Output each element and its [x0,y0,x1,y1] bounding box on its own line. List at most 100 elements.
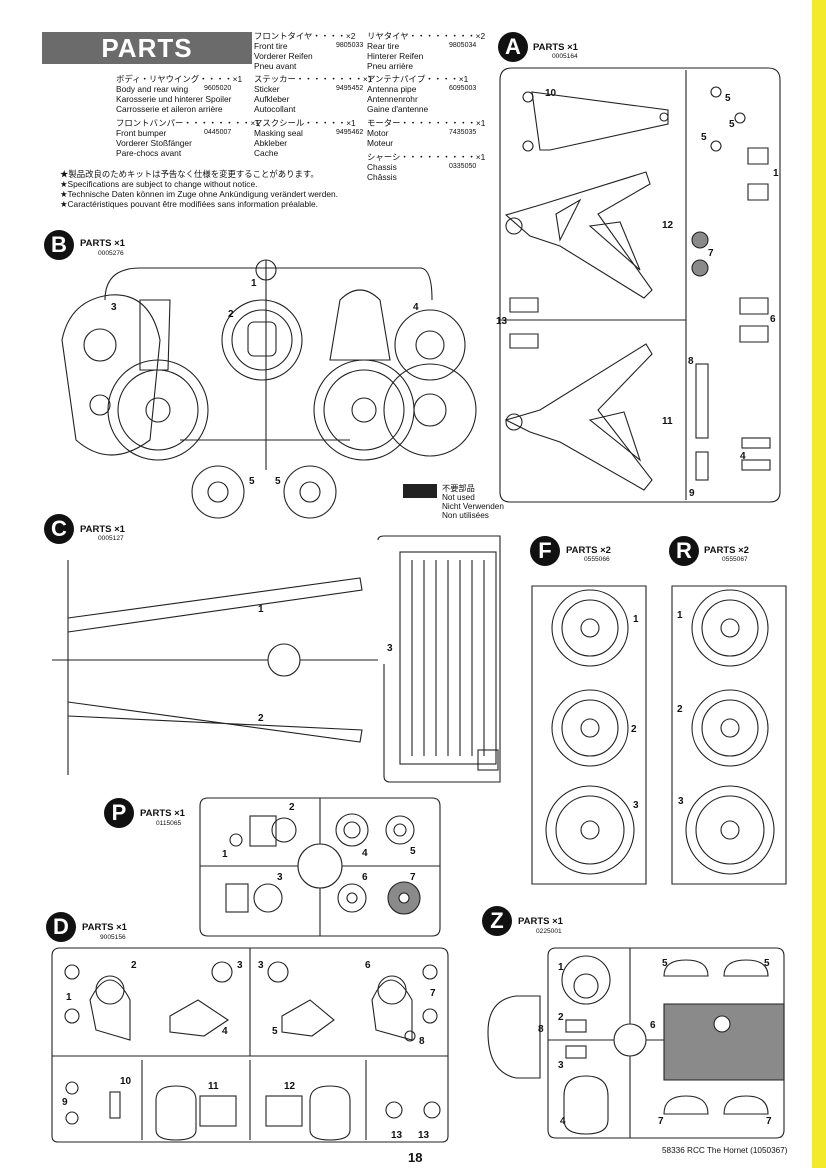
part-number: 7 [766,1116,772,1127]
part-number: 4 [222,1026,228,1037]
part-number: 6 [650,1020,656,1031]
sprue-b-code: 0005276 [98,250,124,257]
part-number: 6 [362,872,368,883]
part-number: 13 [391,1130,403,1141]
sprue-d-drawing [51,947,449,1143]
part-number: 7 [658,1116,664,1127]
part-number: 5 [275,476,281,487]
part-number: 1 [222,849,228,860]
part-number: 1 [773,168,779,179]
sprue-c-label: PARTS ×1 [80,524,125,535]
part-number: 2 [631,724,637,735]
part-number: 2 [258,713,264,724]
part-number: 5 [764,958,770,969]
sprue-d-badge: D [46,912,76,942]
sprue-p-label: PARTS ×1 [140,808,185,819]
sprue-r-code: 0555067 [722,556,748,563]
part-number: 6 [365,960,371,971]
spec-note: ★製品改良のためキットは予告なく仕様を変更することがあります。 [60,169,319,179]
sprue-a-drawing [499,67,781,503]
part-number: 11 [662,416,673,427]
page-edge-tab [812,0,826,1168]
part-number: 1 [677,610,683,621]
sprue-c-badge: C [44,514,74,544]
sprue-r-badge: R [669,536,699,566]
sprue-f-label: PARTS ×2 [566,545,611,556]
part-number: 5 [272,1026,278,1037]
part-number: 7 [708,248,714,259]
part-number: 1 [251,278,257,289]
sprue-p-code: 0115065 [156,820,182,827]
sprue-z-badge: Z [482,906,512,936]
part-number: 12 [284,1081,296,1092]
part-number: 13 [496,316,508,327]
part-number: 2 [677,704,683,715]
sprue-a-code: 0005164 [552,53,578,60]
part-number: 5 [701,132,707,143]
part-number: 8 [688,356,694,367]
sprue-b-drawing [61,259,477,519]
footer-text: 58336 RCC The Hornet (1050367) [662,1146,788,1155]
part-number: 4 [413,302,419,313]
part-number: 3 [558,1060,564,1071]
part-number: 2 [131,960,137,971]
part-number: 12 [662,220,674,231]
part-number: 5 [662,958,668,969]
part-number: 2 [228,309,234,320]
part-number: 9 [689,488,695,499]
part-number: 11 [208,1081,219,1092]
sprue-d-label: PARTS ×1 [82,922,127,933]
part-number: 5 [725,93,731,104]
sprue-p-drawing [199,797,441,937]
not-used-legend: 不要部品 Not used Nicht Verwenden Non utilis… [442,484,504,520]
spec-note: ★Caractéristiques pouvant être modifiées… [60,199,318,209]
sprue-z-code: 0225001 [536,928,562,935]
sprue-c-code: 0005127 [98,535,124,542]
part-number: 7 [410,872,416,883]
part-number: 3 [277,872,283,883]
not-used-swatch [403,484,437,498]
part-number: 4 [362,848,368,859]
sprue-b-label: PARTS ×1 [80,238,125,249]
sprue-f-badge: F [530,536,560,566]
part-number: 3 [258,960,264,971]
sprue-d-code: 9005156 [100,934,126,941]
part-number: 10 [120,1076,132,1087]
part-number: 1 [66,992,72,1003]
page-number: 18 [408,1150,423,1165]
part-number: 7 [430,988,436,999]
part-number: 1 [558,962,564,973]
spec-note: ★Technische Daten können im Zuge ohne An… [60,189,339,199]
part-number: 2 [289,802,295,813]
sprue-b-badge: B [44,230,74,260]
part-number: 3 [237,960,243,971]
part-number: 2 [558,1012,564,1023]
sprue-z-drawing [487,947,785,1139]
part-number: 8 [419,1036,425,1047]
part-number: 5 [249,476,255,487]
part-number: 4 [740,451,746,462]
part-number: 1 [258,604,264,615]
sprue-c-drawing [52,535,501,783]
sprue-a-label: PARTS ×1 [533,42,578,53]
part-number: 3 [678,796,684,807]
part-number: 1 [633,614,639,625]
part-number: 4 [560,1116,566,1127]
part-number: 10 [545,88,557,99]
sprue-f-drawing [531,585,647,885]
sprue-z-label: PARTS ×1 [518,916,563,927]
part-number: 9 [62,1097,68,1108]
part-number: 8 [538,1024,544,1035]
page-title: PARTS [42,32,252,64]
sprue-r-drawing [671,585,787,885]
part-number: 5 [729,119,735,130]
